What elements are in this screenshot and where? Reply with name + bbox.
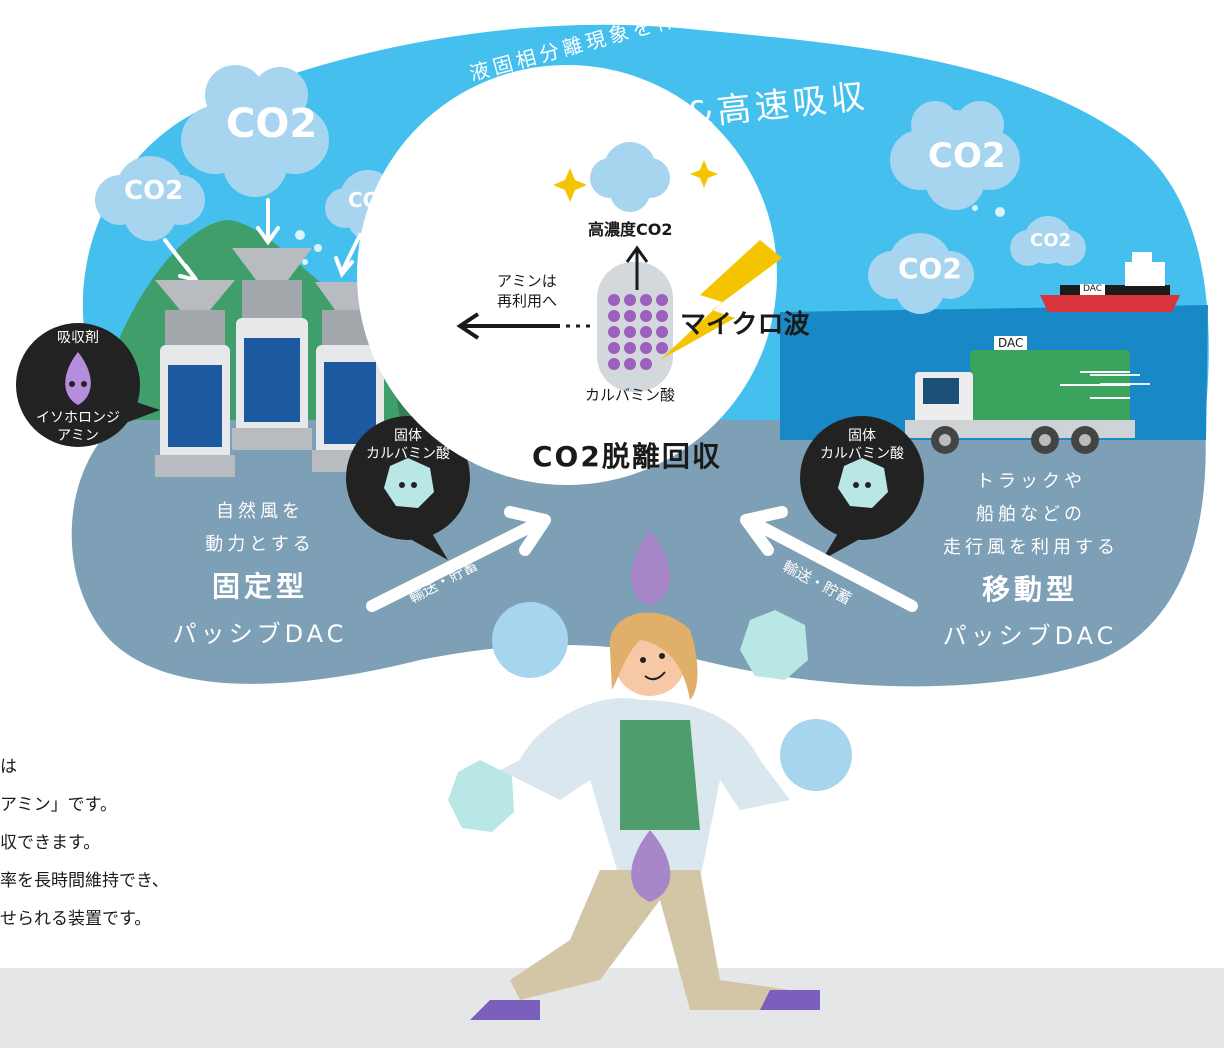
transport-arrows: [366, 506, 918, 612]
solid-bubble-left: [346, 416, 470, 560]
absorber-title: 吸収剤: [57, 330, 99, 346]
ship: [1040, 252, 1180, 312]
co2-cloud-left: [95, 156, 205, 241]
caption-line4: 率を長時間維持でき、: [0, 871, 169, 891]
scientist-figure: [470, 612, 820, 1020]
solid-right-line2: カルバミン酸: [820, 446, 904, 462]
solid-left-line1: 固体: [394, 428, 422, 444]
intake-arrows: [163, 198, 362, 284]
microwave-label: マイクロ波: [680, 310, 810, 340]
absorber-name-1: イソホロンジ: [36, 410, 120, 426]
co2-cloud-small-right: [1010, 216, 1086, 266]
center-circle: [357, 65, 777, 485]
co2-cloud-big-right: [890, 101, 1020, 210]
solid-left-line2: カルバミン酸: [366, 446, 450, 462]
right-type-1: 移動型: [981, 573, 1078, 606]
caption-line1: は: [0, 757, 17, 777]
solid-bubble-right: [800, 416, 924, 560]
caption-line5: せられる装置です。: [0, 909, 152, 929]
carbamic-label: カルバミン酸: [585, 386, 676, 404]
center-co2-cloud: [590, 142, 670, 212]
microwave-bolt: [660, 240, 782, 360]
center-top-label: 高濃度CO2: [588, 220, 673, 239]
juggled-items: [448, 530, 852, 902]
co2-label-left: CO2: [124, 176, 184, 206]
co2-label-small-right: CO2: [1030, 230, 1072, 251]
truck-tag: DAC: [994, 336, 1028, 351]
left-desc-2: 動力とする: [205, 534, 315, 555]
co2-label-big-left: CO2: [226, 101, 318, 147]
amine-dots: [608, 294, 668, 370]
left-type-2: パッシブDAC: [172, 620, 348, 648]
right-desc-3: 走行風を利用する: [943, 537, 1119, 558]
co2-label-right-left: CO2: [348, 188, 394, 212]
left-type-1: 固定型: [211, 570, 308, 603]
left-desc-1: 自然風を: [216, 501, 304, 522]
right-desc-1: トラックや: [976, 471, 1086, 492]
co2-label-mid-right: CO2: [898, 252, 962, 285]
bottom-band: [0, 968, 1224, 1048]
truck: [905, 350, 1135, 454]
reuse-label-2: 再利用へ: [497, 292, 558, 310]
solid-right-line1: 固体: [848, 428, 876, 444]
center-bottom-title: CO2脱離回収: [532, 440, 722, 473]
caption-line2: アミン」です。: [0, 795, 117, 815]
dac-tower-1: [155, 280, 235, 477]
absorber-bubble: [16, 323, 160, 447]
reuse-label-1: アミンは: [497, 272, 557, 290]
ship-tag: DAC: [1080, 284, 1106, 295]
right-desc-2: 船舶などの: [976, 504, 1086, 525]
co2-cloud-mid-right: [868, 233, 974, 314]
co2-label-big-right: CO2: [928, 136, 1006, 176]
absorber-name-2: アミン: [57, 428, 99, 444]
caption-line3: 収できます。: [0, 833, 101, 853]
dac-tower-2: [232, 248, 312, 450]
right-type-2: パッシブDAC: [942, 622, 1118, 650]
co2-cloud-big-left: [181, 65, 329, 197]
